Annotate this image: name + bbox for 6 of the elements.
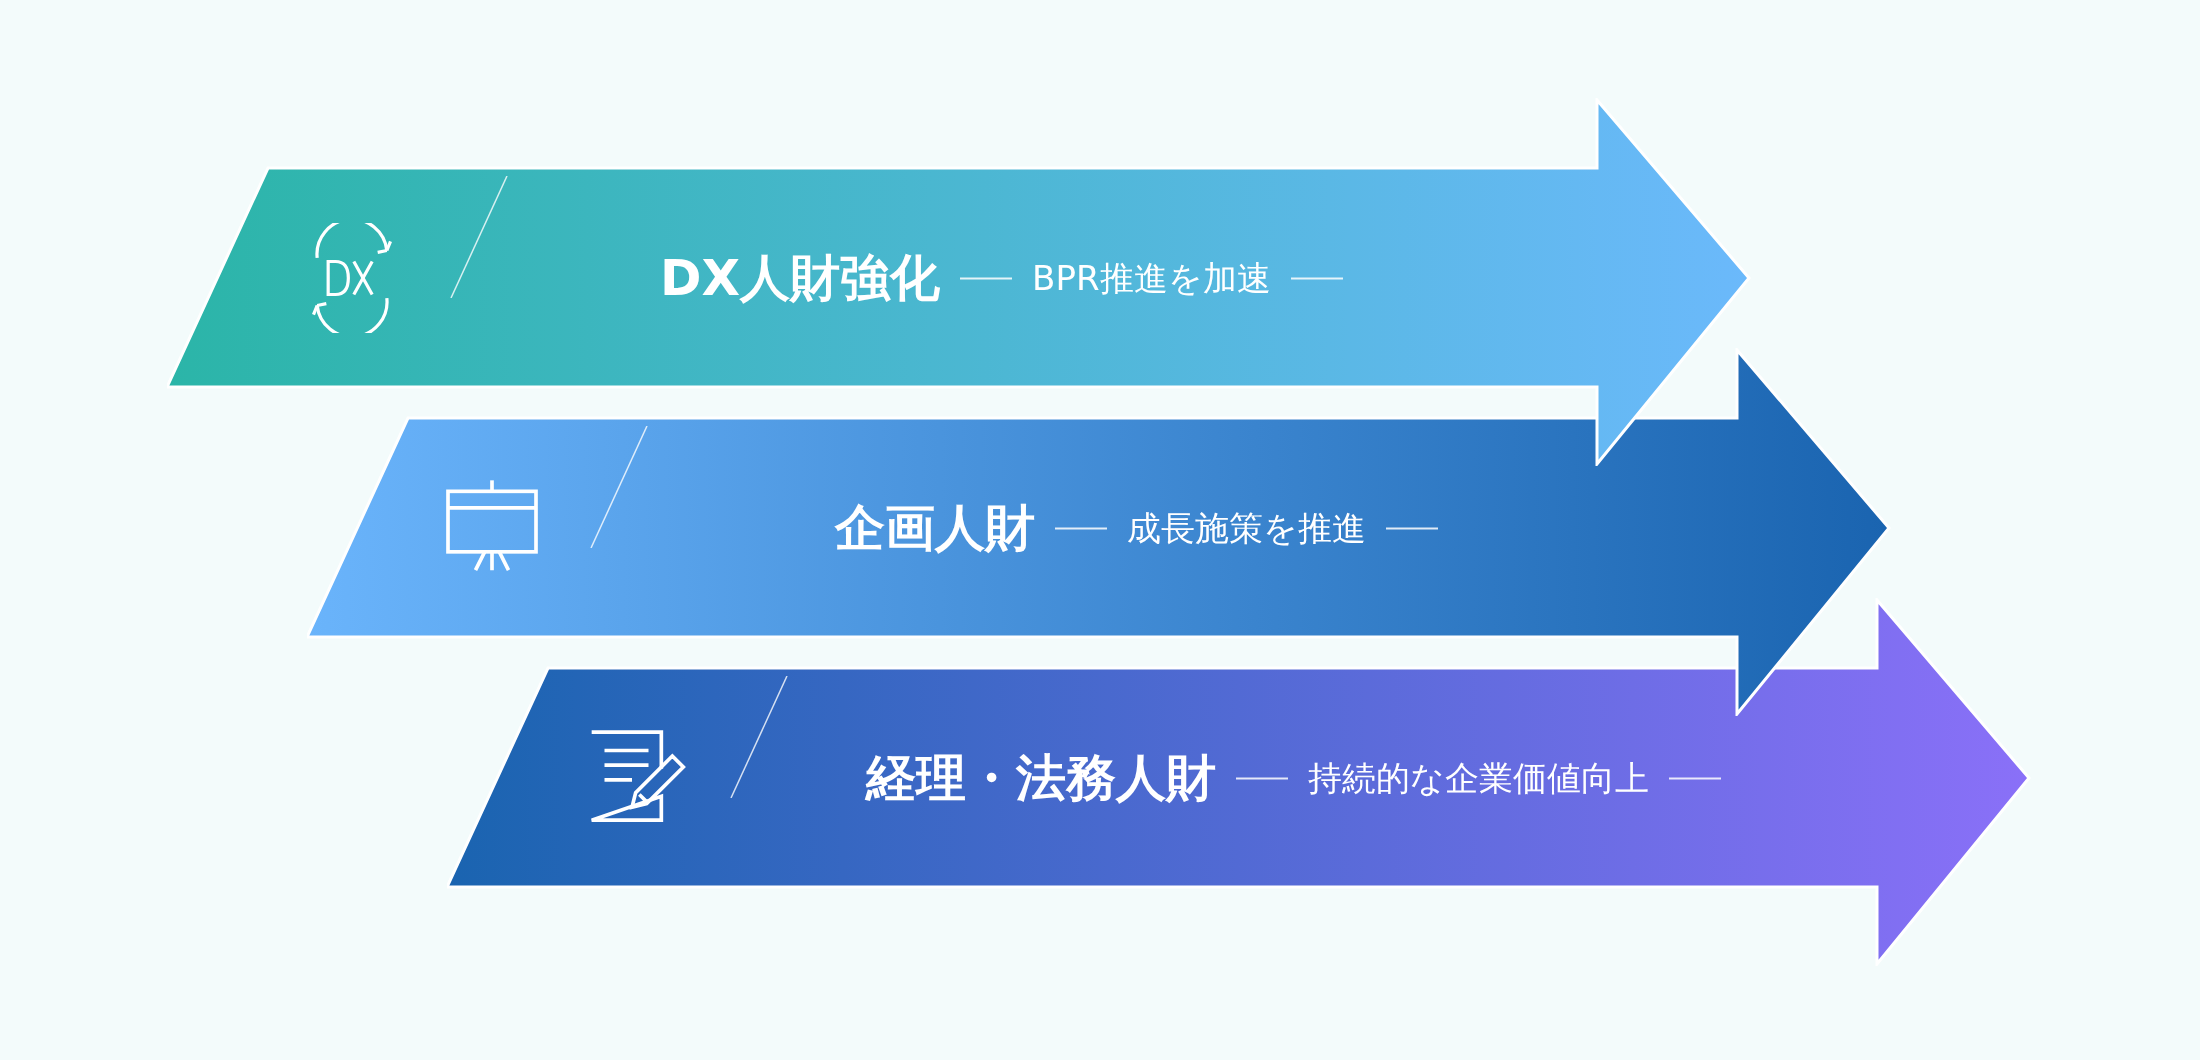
subtitle-text: 持続的な企業価値向上 xyxy=(1308,756,1649,799)
heading-text: 企画人財 xyxy=(835,497,1035,559)
heading-text: 経理・法務人財 xyxy=(866,747,1216,809)
subtitle-text: BPR推進を加速 xyxy=(1032,256,1271,299)
heading-text: DX人財強化 xyxy=(660,247,941,309)
subtitle-text: 成長施策を推進 xyxy=(1127,506,1366,549)
